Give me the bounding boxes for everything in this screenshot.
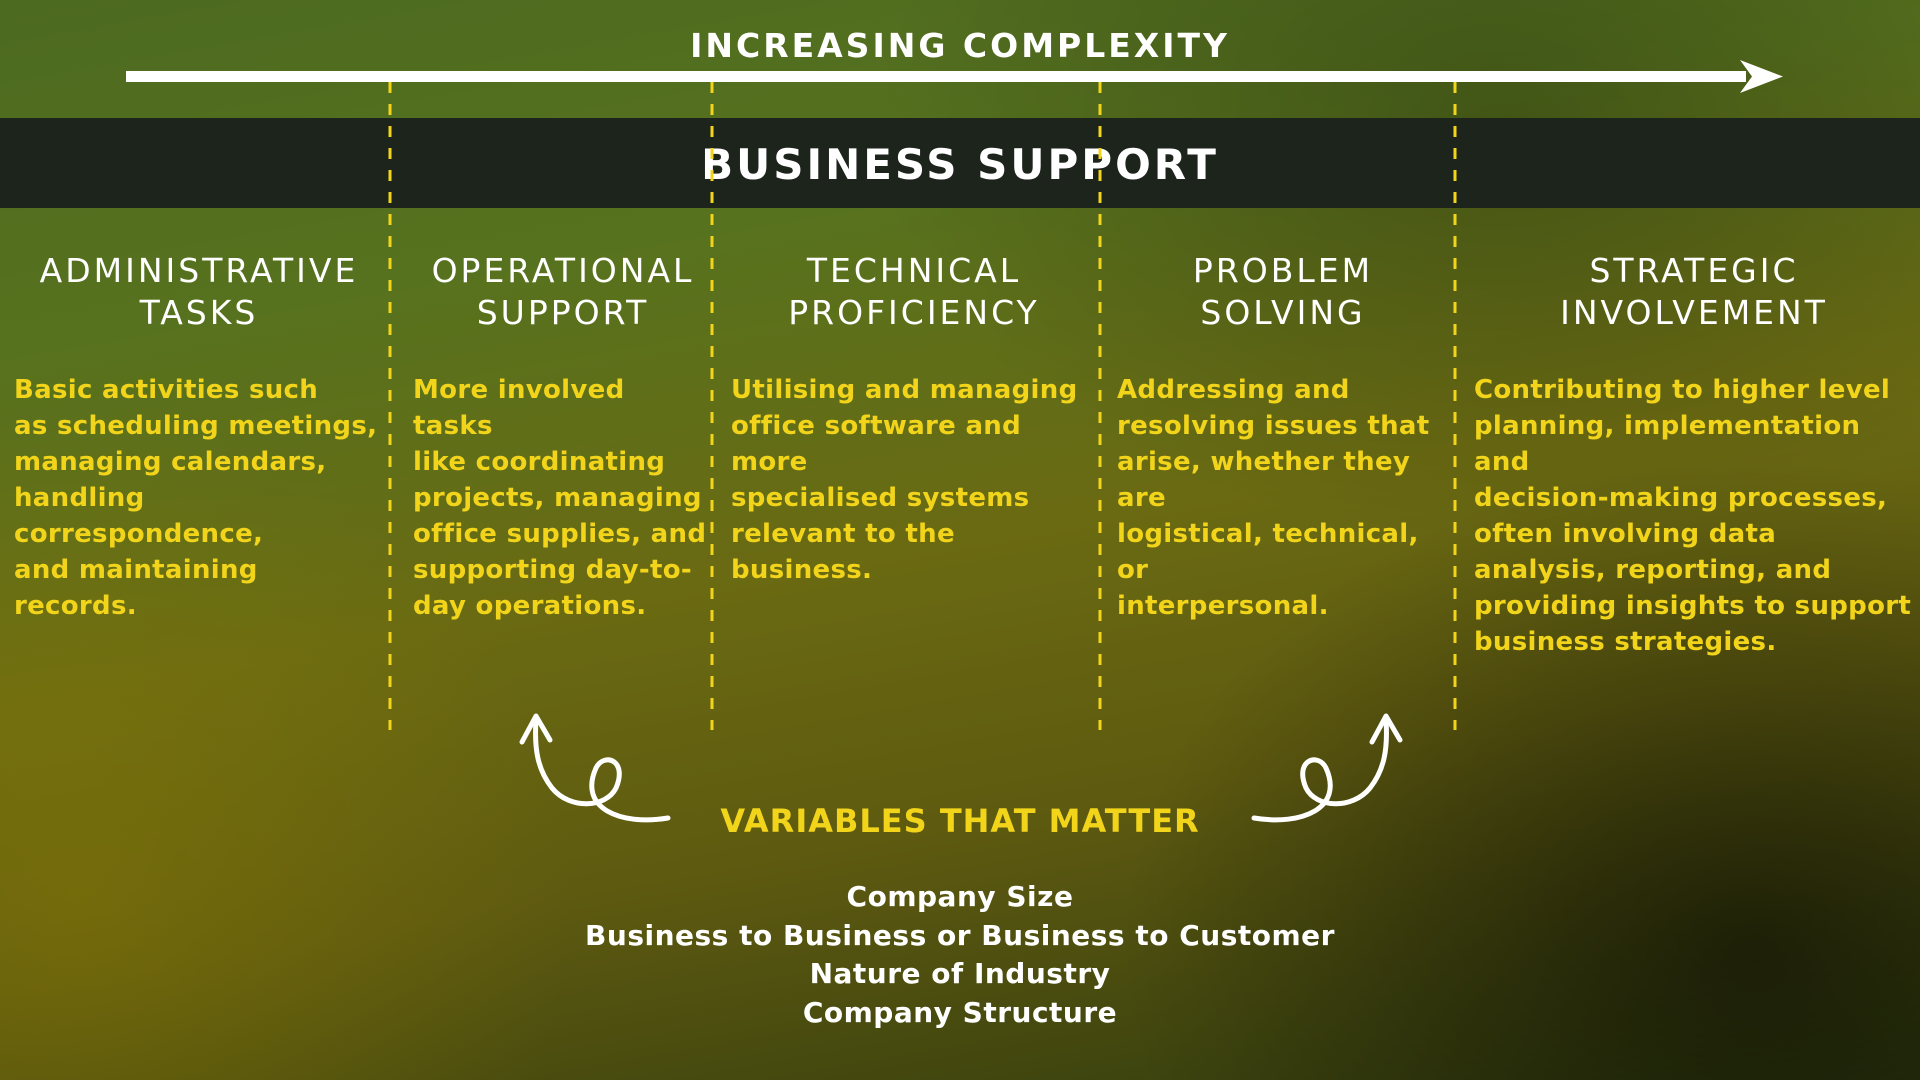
column-operational-support: OPERATIONAL SUPPORT More involved tasks …	[413, 250, 713, 621]
column-heading: ADMINISTRATIVE TASKS	[39, 251, 359, 332]
business-support-band	[0, 118, 1920, 208]
variable-item: Company Structure	[802, 995, 1118, 1029]
column-description: More involved tasks like coordinating pr…	[413, 375, 707, 621]
variables-list: Company Size Business to Business or Bus…	[0, 878, 1920, 1032]
column-technical-proficiency: TECHNICAL PROFICIENCY Utilising and mana…	[731, 250, 1097, 585]
complexity-arrow-shaft	[126, 71, 1746, 82]
column-heading: TECHNICAL PROFICIENCY	[788, 251, 1040, 332]
column-description: Basic activities such as scheduling meet…	[14, 375, 378, 621]
variable-item: Business to Business or Business to Cust…	[585, 918, 1335, 952]
swirl-arrow-right-icon	[1251, 713, 1403, 823]
column-description: Contributing to higher level planning, i…	[1474, 375, 1912, 657]
increasing-complexity-label: INCREASING COMPLEXITY	[690, 26, 1230, 65]
column-strategic-involvement: STRATEGIC INVOLVEMENT Contributing to hi…	[1474, 250, 1914, 657]
business-support-title: BUSINESS SUPPORT	[701, 140, 1219, 189]
column-description: Utilising and managing office software a…	[731, 375, 1078, 585]
column-problem-solving: PROBLEM SOLVING Addressing and resolving…	[1117, 250, 1449, 621]
column-administrative-tasks: ADMINISTRATIVE TASKS Basic activities su…	[14, 250, 384, 621]
variables-title: VARIABLES THAT MATTER	[720, 802, 1200, 840]
complexity-arrow-head	[1740, 60, 1783, 93]
variable-item: Company Size	[846, 880, 1074, 913]
column-heading: OPERATIONAL SUPPORT	[431, 251, 695, 332]
column-description: Addressing and resolving issues that ari…	[1117, 375, 1430, 621]
column-heading: PROBLEM SOLVING	[1192, 251, 1374, 332]
column-heading: STRATEGIC INVOLVEMENT	[1560, 251, 1828, 332]
variable-item: Nature of Industry	[809, 957, 1111, 990]
complexity-arrow	[126, 60, 1783, 93]
swirl-arrow-left-icon	[519, 713, 671, 823]
